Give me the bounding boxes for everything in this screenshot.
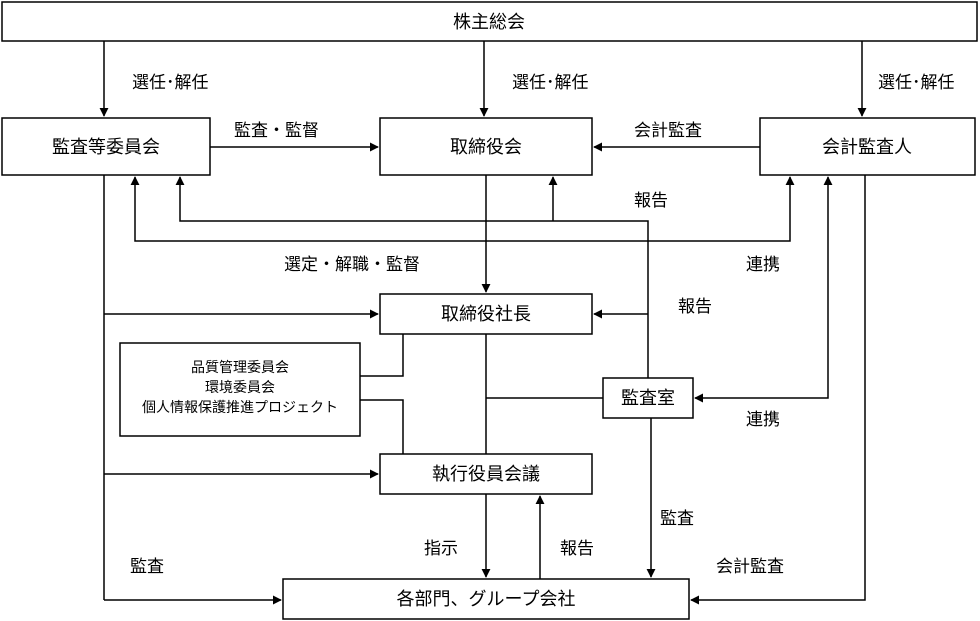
node-departments: 各部門、グループ会社 <box>282 578 690 620</box>
committee-environment: 環境委員会 <box>205 380 275 396</box>
node-departments-label: 各部門、グループ会社 <box>397 589 576 610</box>
label-report-bottom: 報告 <box>560 539 594 559</box>
label-instruct: 指示 <box>424 539 458 559</box>
node-accounting-auditor: 会計監査人 <box>759 117 976 176</box>
label-elect-dismiss-left: 選任･解任 <box>132 73 209 93</box>
node-president-label: 取締役社長 <box>441 304 531 325</box>
label-audit-left: 監査 <box>130 557 164 577</box>
committee-quality: 品質管理委員会 <box>191 360 289 376</box>
label-accounting-audit-bottom: 会計監査 <box>716 557 784 577</box>
node-board-label: 取締役会 <box>450 137 522 158</box>
node-board: 取締役会 <box>379 117 593 176</box>
committee-privacy: 個人情報保護推進プロジェクト <box>142 400 338 416</box>
label-elect-dismiss-center: 選任･解任 <box>512 73 589 93</box>
node-exec-meeting: 執行役員会議 <box>379 453 593 495</box>
connector-report-audit-committee <box>175 176 649 378</box>
arrow-accounting-audit-departments <box>690 175 866 605</box>
node-committees: 品質管理委員会 環境委員会 個人情報保護推進プロジェクト <box>119 342 361 437</box>
connector-coordinate-auditor-office <box>694 176 833 403</box>
label-audit-supervise: 監査・監督 <box>234 121 319 141</box>
node-audit-committee-label: 監査等委員会 <box>52 137 160 158</box>
line-committees-exec <box>360 399 404 454</box>
node-audit-committee: 監査等委員会 <box>1 117 211 176</box>
label-report-top: 報告 <box>634 191 668 211</box>
node-president: 取締役社長 <box>379 293 593 335</box>
label-accounting-audit-top: 会計監査 <box>634 121 702 141</box>
label-coordinate-mid: 連携 <box>746 410 780 430</box>
label-report-mid: 報告 <box>678 297 712 317</box>
label-audit-mid: 監査 <box>660 509 694 529</box>
node-exec-meeting-label: 執行役員会議 <box>432 464 540 485</box>
connector-coordinate-committee-auditor <box>130 176 795 242</box>
node-shareholders: 株主総会 <box>1 1 978 42</box>
node-accounting-auditor-label: 会計監査人 <box>822 137 912 158</box>
line-committees-president <box>360 334 404 377</box>
node-audit-office-label: 監査室 <box>621 388 675 409</box>
label-select-dismiss-supervise: 選定・解職・監督 <box>284 255 420 275</box>
label-coordinate-top: 連携 <box>746 255 780 275</box>
node-audit-office: 監査室 <box>602 377 694 419</box>
label-elect-dismiss-right: 選任･解任 <box>878 73 955 93</box>
node-shareholders-label: 株主総会 <box>453 12 525 33</box>
